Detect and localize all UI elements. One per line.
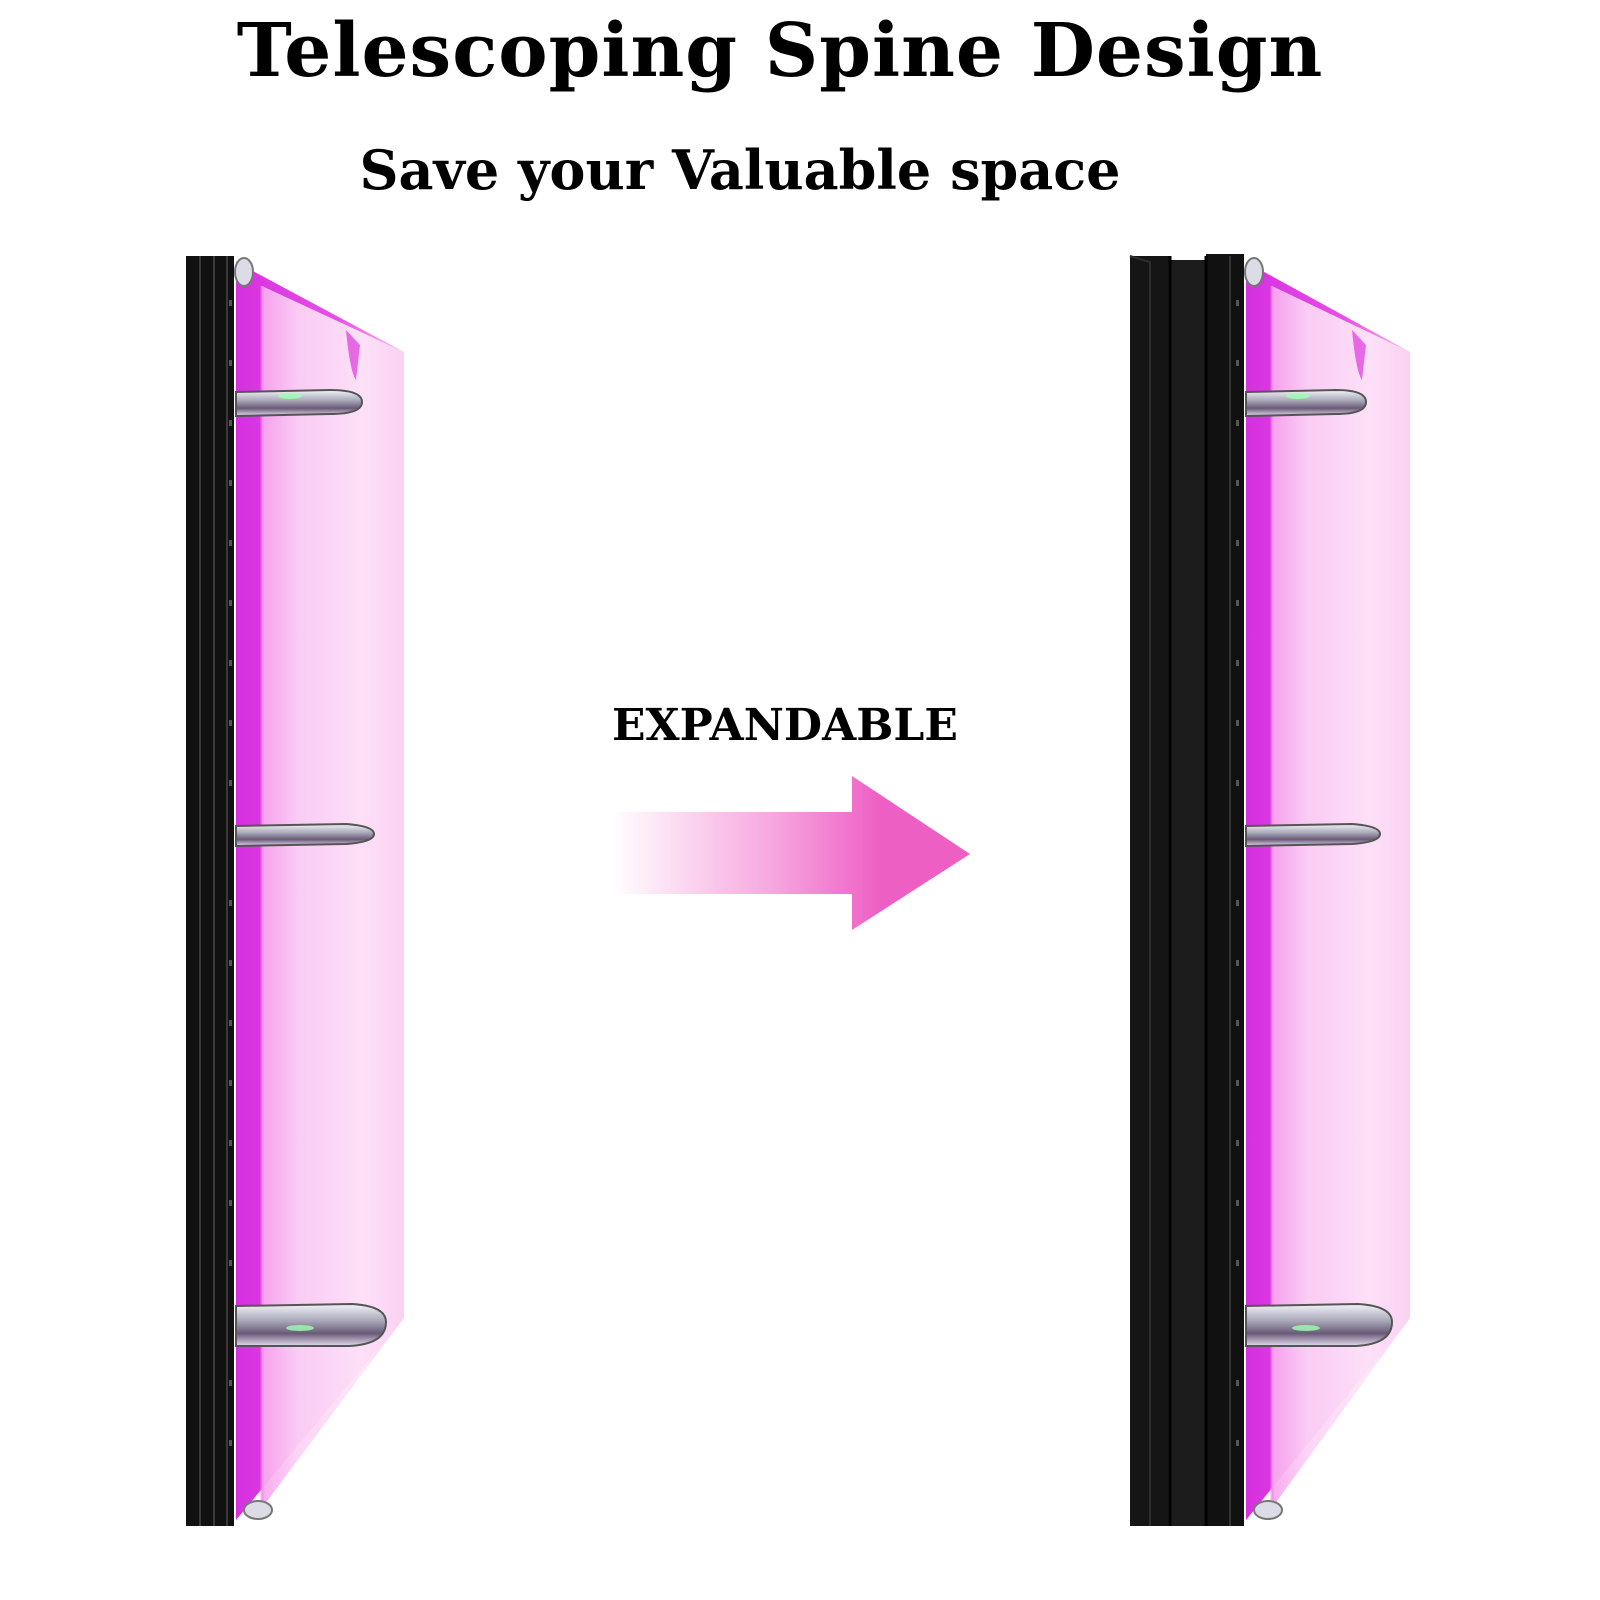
binder-expanded-cover <box>1272 286 1410 1508</box>
binder-collapsed-ring-middle <box>235 822 376 848</box>
right-arrow-icon <box>612 776 970 930</box>
binder-collapsed-ring-top <box>235 388 364 418</box>
binder-expanded-ring-bottom <box>1245 1302 1394 1347</box>
binder-collapsed-cover <box>262 286 404 1508</box>
binder-expanded <box>1129 254 1410 1526</box>
expandable-label: EXPANDABLE <box>612 700 958 751</box>
binder-collapsed-ring-bottom <box>235 1302 388 1347</box>
binder-expanded-ring-top <box>1245 388 1368 418</box>
binder-expanded-ring-middle <box>1245 822 1382 848</box>
page-title: Telescoping Spine Design <box>236 8 1324 94</box>
page-subtitle: Save your Valuable space <box>359 138 1121 202</box>
binder-expanded-spine <box>1129 254 1244 1526</box>
binder-collapsed <box>186 256 404 1526</box>
